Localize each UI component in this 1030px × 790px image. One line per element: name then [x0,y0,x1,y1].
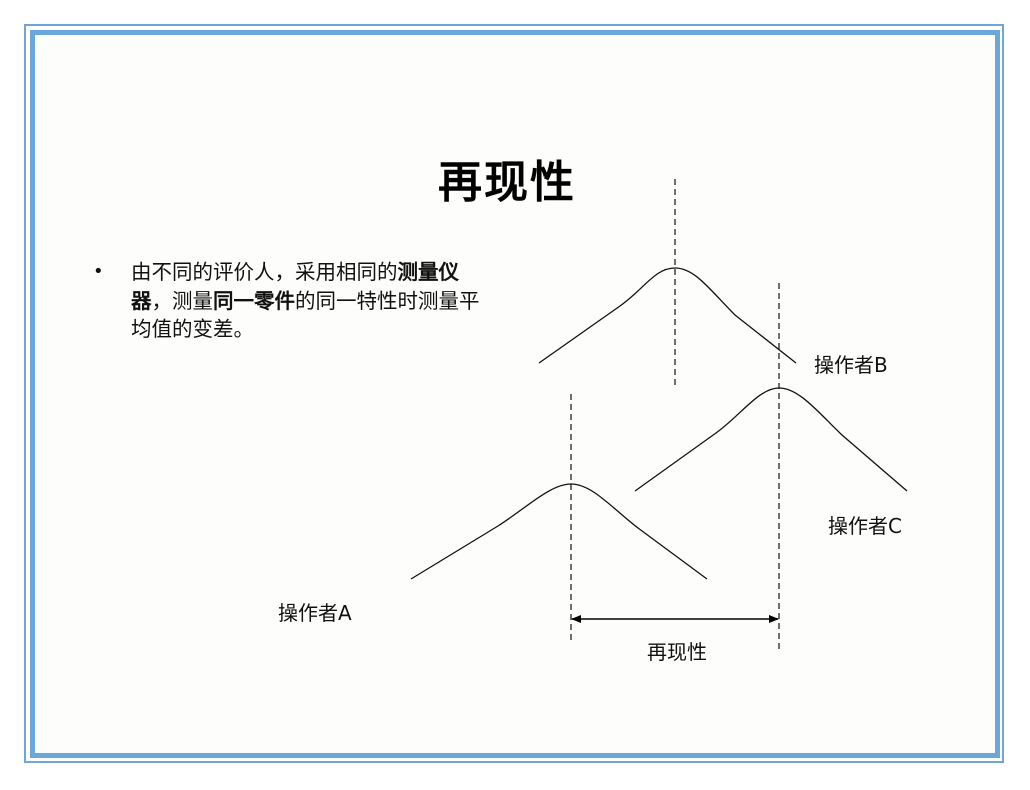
bullet-text-3: 的同一特性时测量平均值的变差。 [131,288,480,342]
curve-operator-b [538,267,797,364]
bullet-text-2: ，测量 [151,288,214,313]
curve-operator-c [634,387,908,492]
label-operator-c: 操作者C [828,514,902,538]
slide-inner-border [30,30,1000,758]
bullet-list: • 由不同的评价人，采用相同的测量仪器，测量同一零件的同一特性时测量平均值的变差… [90,258,480,344]
bullet-text-bold-part: 同一零件 [213,288,295,313]
bullet-text-bold-instrument: 测量仪器 [131,260,459,313]
bullet-text-1: 由不同的评价人，采用相同的 [131,260,398,284]
label-operator-b: 操作者B [814,353,888,377]
label-operator-a: 操作者A [278,601,352,625]
bullet-item-definition: • 由不同的评价人，采用相同的测量仪器，测量同一零件的同一特性时测量平均值的变差… [90,258,480,344]
label-reproducibility-span: 再现性 [647,640,707,664]
curve-operator-a [410,483,708,580]
slide-title: 再现性 [438,157,576,208]
bullet-dot-icon: • [93,261,104,282]
slide-outer-border [24,24,1004,763]
